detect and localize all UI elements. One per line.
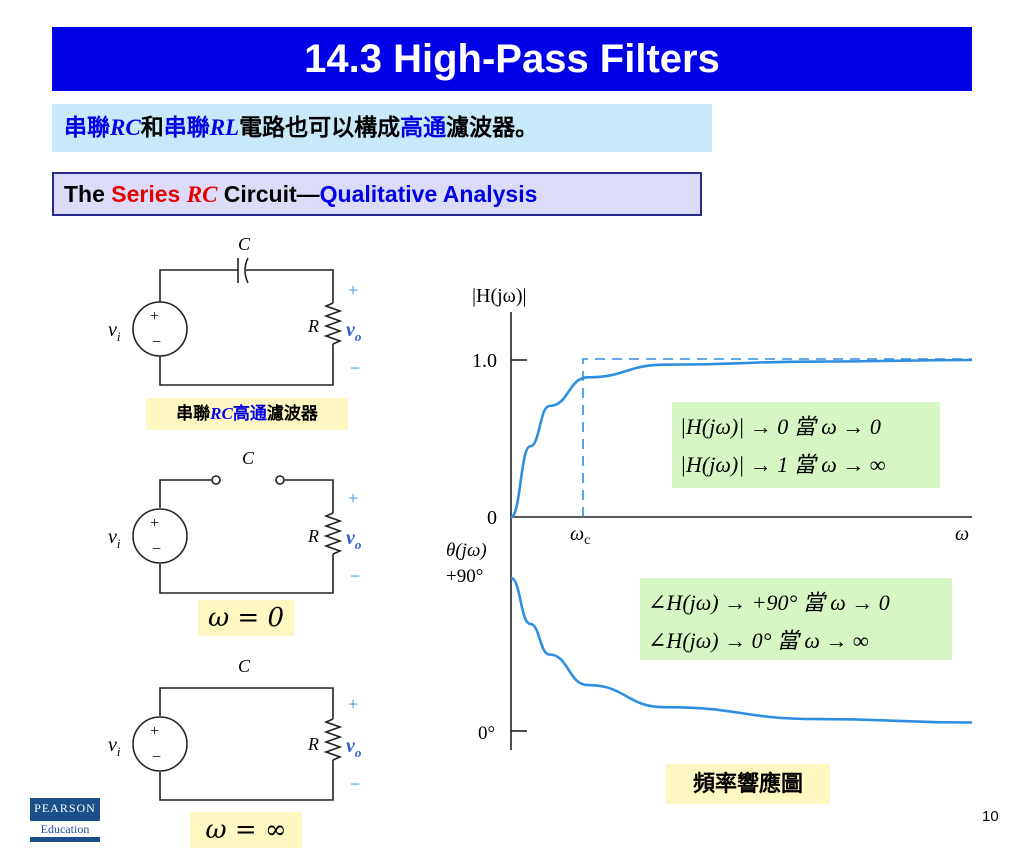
subtitle-part: 串聯: [64, 114, 110, 141]
output-minus: −: [350, 566, 360, 586]
caption-part: 濾波器: [266, 404, 318, 424]
voltage-source: [132, 716, 188, 772]
circuit-omega-zero: [132, 475, 343, 594]
input-voltage-label: vi: [108, 734, 121, 759]
section-part: The: [64, 181, 112, 207]
omega-infinity-caption: ω = ∞: [190, 812, 302, 848]
graph-axes: [510, 312, 972, 750]
circuit-omega-infinity: [132, 687, 343, 801]
equation-line: |H(jω)| → 0 當 ω → 0: [680, 414, 881, 439]
equation-line: |H(jω)| → 1 當 ω → ∞: [680, 452, 886, 477]
output-minus: −: [350, 774, 360, 794]
frequency-response-caption: 頻率響應圖: [666, 764, 830, 804]
voltage-source: [132, 508, 188, 564]
section-heading: The Series RC Circuit—Qualitative Analys…: [52, 172, 702, 216]
caption-part: 串聯: [176, 404, 211, 424]
tick-label-one: 1.0: [472, 350, 497, 372]
output-plus: +: [348, 488, 358, 508]
resistor-label: R: [307, 316, 319, 336]
subtitle-part: RC: [110, 115, 141, 140]
subtitle-banner: 串聯RC和串聯RL電路也可以構成高通濾波器。: [52, 104, 712, 152]
output-voltage-label: vo: [346, 319, 362, 344]
source-plus: +: [150, 723, 159, 740]
source-plus: +: [150, 308, 159, 325]
subtitle-part: 和: [140, 114, 164, 141]
logo-bottom-text: Education: [30, 821, 100, 837]
section-part: Circuit—: [217, 181, 320, 207]
equation-line: ∠H(jω) → 0° 當 ω → ∞: [648, 628, 869, 653]
output-plus: +: [348, 694, 358, 714]
omega-zero-caption: ω = 0: [198, 600, 294, 636]
section-part: Qualitative Analysis: [319, 181, 538, 207]
input-voltage-label: vi: [108, 319, 121, 344]
output-voltage-label: vo: [346, 735, 362, 760]
logo-top-text: PEARSON: [34, 801, 96, 815]
output-plus: +: [348, 280, 358, 300]
phase-axis-label: θ(jω): [446, 540, 487, 561]
frequency-axis-label: ω: [955, 523, 969, 545]
subtitle-part: RL: [209, 115, 240, 140]
source-minus: −: [152, 749, 161, 766]
highpass-caption: 串聯RC高通濾波器: [146, 398, 348, 430]
section-part: Series: [111, 181, 187, 207]
page-title: 14.3 High-Pass Filters: [52, 27, 972, 91]
output-minus: −: [350, 358, 360, 378]
capacitor-label: C: [242, 448, 255, 468]
magnitude-curve: [509, 358, 973, 519]
resistor-label: R: [307, 734, 319, 754]
magnitude-limits-box: |H(jω)| → 0 當 ω → 0 |H(jω)| → 1 當 ω → ∞: [672, 402, 940, 488]
subtitle-part: 電路也可以構成: [239, 114, 401, 141]
output-voltage-label: vo: [346, 527, 362, 552]
capacitor-label: C: [238, 656, 251, 676]
magnitude-axis-label: |H(jω)|: [472, 285, 527, 307]
phase-limits-box: ∠H(jω) → +90° 當 ω → 0 ∠H(jω) → 0° 當 ω → …: [640, 578, 952, 660]
source-minus: −: [152, 334, 161, 351]
subtitle-part: 高通: [400, 114, 447, 141]
section-part: RC: [186, 182, 218, 207]
resistor-label: R: [307, 526, 319, 546]
cutoff-frequency-label: ωc: [570, 523, 590, 548]
subtitle-part: 串聯: [163, 114, 210, 141]
tick-label-90: +90°: [446, 566, 483, 587]
caption-part: RC: [210, 404, 233, 423]
page-number: 10: [982, 808, 999, 825]
source-plus: +: [150, 515, 159, 532]
phase-curve: [510, 576, 973, 724]
equation-line: ∠H(jω) → +90° 當 ω → 0: [648, 590, 890, 615]
ideal-response-dashed: [582, 358, 972, 517]
caption-part: 高通: [232, 404, 267, 424]
input-voltage-label: vi: [108, 526, 121, 551]
circuit-series-rc: [132, 257, 343, 386]
voltage-source: [132, 301, 188, 357]
tick-label-zero: 0: [487, 507, 497, 529]
source-minus: −: [152, 541, 161, 558]
subtitle-part: 濾波器。: [446, 114, 539, 141]
capacitor-label: C: [238, 234, 251, 254]
tick-label-0deg: 0°: [478, 723, 495, 744]
pearson-logo: PEARSON Education: [30, 798, 100, 842]
